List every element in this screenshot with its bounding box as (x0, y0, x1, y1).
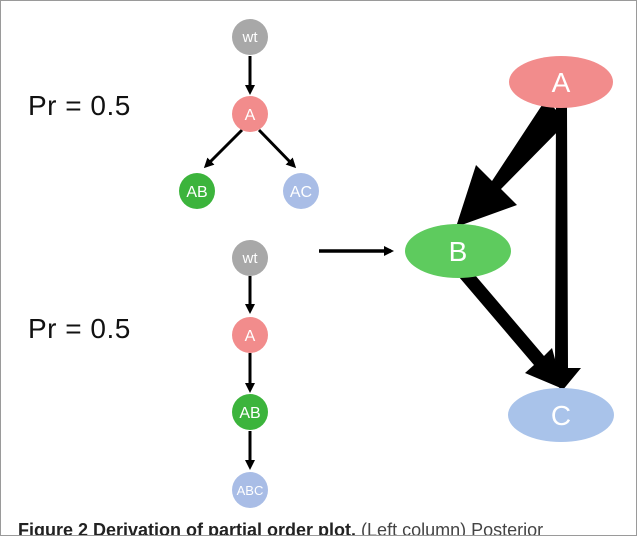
po-node-A: A (509, 56, 613, 108)
po-node-B: B (405, 224, 511, 278)
caption-text: (Left column) Posterior (356, 520, 544, 536)
edge-po-A-C (543, 106, 581, 391)
node-label: AB (186, 184, 207, 201)
node-label: wt (242, 29, 259, 46)
node-label: ABC (237, 483, 264, 498)
node-label: AC (290, 184, 312, 201)
node-label: B (449, 236, 468, 267)
node-g1-AC: AC (283, 173, 319, 209)
node-g2-ABC: ABC (232, 472, 268, 508)
edge-po-B-C (459, 268, 563, 389)
node-label: AB (239, 405, 260, 422)
node-g1-A: A (232, 96, 268, 132)
probability-label-2: Pr = 0.5 (28, 313, 131, 344)
po-node-C: C (508, 388, 614, 442)
node-g1-wt: wt (232, 19, 268, 55)
node-g2-wt: wt (232, 240, 268, 276)
node-g2-A: A (232, 317, 268, 353)
node-label: A (245, 328, 256, 345)
node-label: C (551, 400, 571, 431)
caption-title: Figure 2 Derivation of partial order plo… (18, 520, 357, 536)
figure-caption: Figure 2 Derivation of partial order plo… (18, 520, 544, 536)
node-g2-AB: AB (232, 394, 268, 430)
probability-label-1: Pr = 0.5 (28, 90, 131, 121)
edge-g1-A-AC (257, 128, 297, 169)
node-label: A (552, 67, 571, 98)
node-g1-AB: AB (179, 173, 215, 209)
edge-g1-A-AB (203, 128, 244, 169)
node-label: wt (242, 250, 259, 267)
edge-po-A-B (456, 99, 567, 227)
node-label: A (245, 107, 256, 124)
